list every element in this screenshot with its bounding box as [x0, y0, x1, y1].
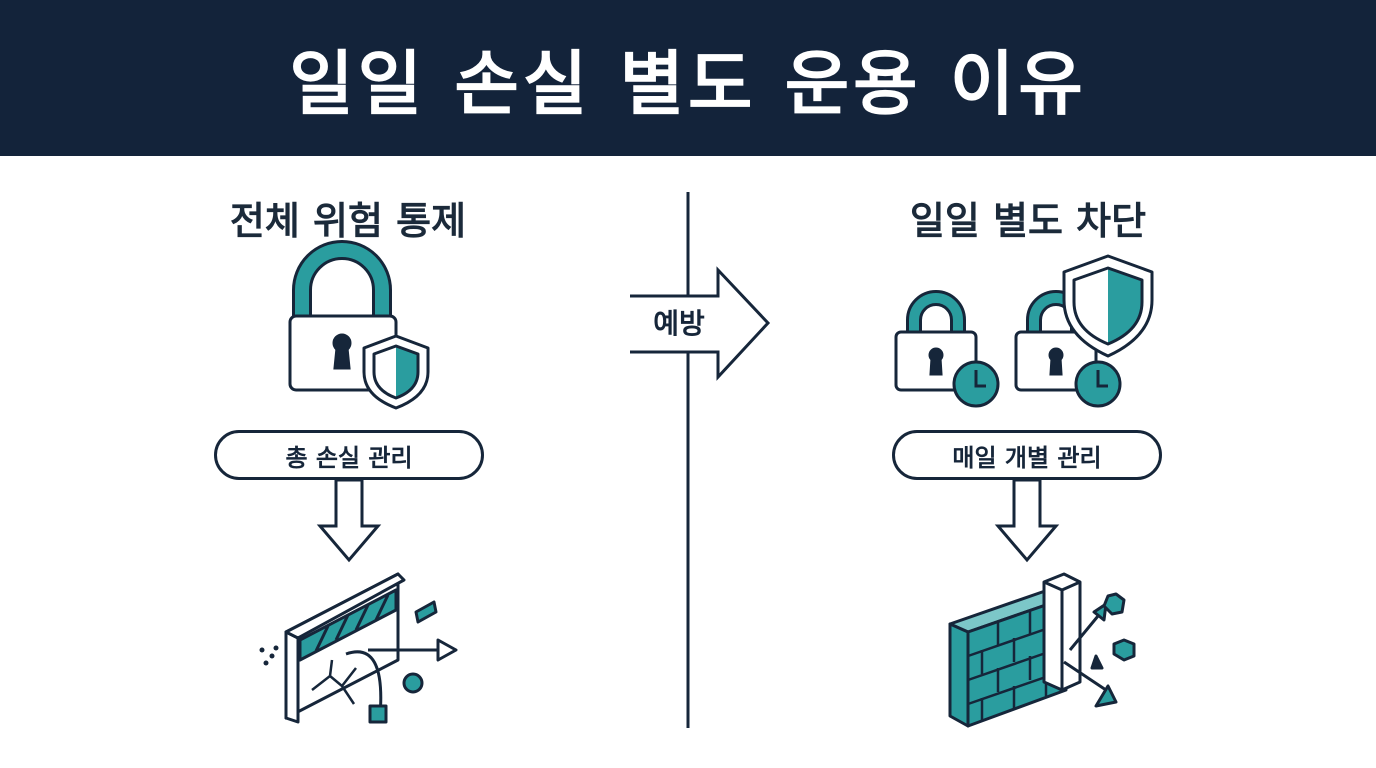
broken-barrier-icon [259, 572, 458, 724]
prevention-arrow [630, 266, 771, 381]
title-banner: 일일 손실 별도 운용 이유 [0, 0, 1376, 156]
prevention-label: 예방 [653, 307, 705, 340]
left-heading: 전체 위험 통제 [229, 199, 467, 243]
timed-padlock-icon [1014, 290, 1122, 408]
right-down-arrow [994, 478, 1060, 563]
left-pill-total-loss: 총 손실 관리 [214, 430, 484, 480]
shield-icon [362, 334, 430, 410]
shield-icon [1062, 254, 1154, 358]
brick-wall-icon [948, 572, 1136, 728]
page-title: 일일 손실 별도 운용 이유 [289, 42, 1087, 125]
padlock-icon [288, 240, 398, 392]
left-down-arrow [316, 478, 382, 563]
right-pill-daily-management: 매일 개별 관리 [892, 430, 1162, 480]
timed-padlock-icon [894, 290, 1000, 408]
right-heading: 일일 별도 차단 [909, 199, 1147, 243]
